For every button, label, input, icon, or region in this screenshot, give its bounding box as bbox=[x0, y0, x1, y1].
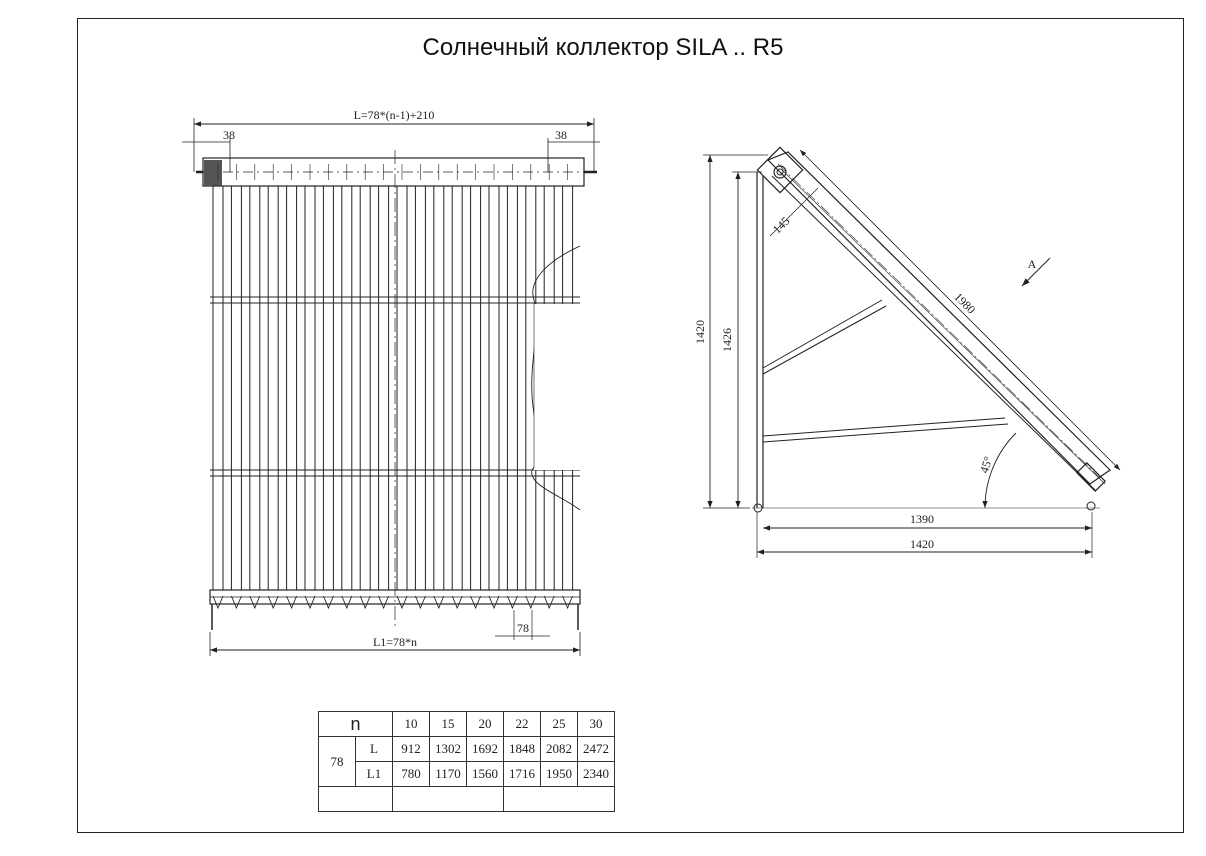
drawing-frame bbox=[77, 18, 1184, 833]
table-row: 78 L 912 1302 1692 1848 2082 2472 bbox=[318, 736, 615, 787]
tube-holder bbox=[525, 595, 537, 610]
vacuum-tube bbox=[359, 185, 371, 591]
tube-holder bbox=[451, 595, 463, 610]
tube-holder bbox=[414, 595, 426, 610]
tube-holder bbox=[359, 595, 371, 610]
table-cell: 1848 bbox=[503, 736, 541, 762]
table-cell: 1170 bbox=[429, 761, 467, 787]
table-cell: 2082 bbox=[540, 736, 578, 762]
vacuum-tube bbox=[414, 185, 426, 591]
table-row: L1 780 1170 1560 1716 1950 2340 bbox=[319, 761, 615, 787]
side-h2-label: 1426 bbox=[720, 328, 734, 352]
vacuum-tube bbox=[451, 185, 463, 591]
table-row-label: L bbox=[355, 736, 393, 762]
side-1420-label: 1420 bbox=[910, 537, 934, 551]
table-n-value: 25 bbox=[540, 711, 578, 737]
table-n-value: 20 bbox=[466, 711, 504, 737]
drawing-title: Солнечный коллектор SILA .. R5 bbox=[422, 34, 784, 61]
tube-holder bbox=[543, 595, 555, 610]
table-cell: 780 bbox=[392, 761, 430, 787]
dim-L1-label: L1=78*n bbox=[373, 635, 417, 649]
vacuum-tube bbox=[286, 185, 298, 591]
tube-holder bbox=[488, 595, 500, 610]
vacuum-tube bbox=[341, 185, 353, 591]
side-1390-label: 1390 bbox=[910, 512, 934, 526]
tube-holder bbox=[433, 595, 445, 610]
table-cell: 1560 bbox=[466, 761, 504, 787]
table-cell: 1950 bbox=[540, 761, 578, 787]
vacuum-tube bbox=[396, 185, 408, 591]
table-cell: 912 bbox=[392, 736, 430, 762]
table-cell: 1302 bbox=[429, 736, 467, 762]
dim-left-38-label: 38 bbox=[223, 128, 235, 142]
table-n-value: 22 bbox=[503, 711, 541, 737]
dim-pitch-label: 78 bbox=[517, 621, 529, 635]
vacuum-tube bbox=[322, 185, 334, 591]
tube-holder bbox=[378, 595, 390, 610]
vacuum-tube bbox=[506, 185, 518, 591]
table-cell bbox=[503, 786, 615, 812]
side-view-A-label: A bbox=[1028, 257, 1037, 271]
tube-holder bbox=[396, 595, 408, 610]
vacuum-tube bbox=[267, 185, 279, 591]
tube-holder bbox=[230, 595, 242, 610]
table-empty-row bbox=[318, 786, 615, 812]
tube-holder bbox=[286, 595, 298, 610]
table-cell: 1692 bbox=[466, 736, 504, 762]
tube-holder bbox=[341, 595, 353, 610]
vacuum-tube bbox=[230, 185, 242, 591]
vacuum-tube bbox=[249, 185, 261, 591]
table-cell: 2472 bbox=[577, 736, 615, 762]
dim-right-38-label: 38 bbox=[555, 128, 567, 142]
side-angle-label: 45° bbox=[977, 454, 996, 474]
tube-holder bbox=[562, 595, 574, 610]
tube-holder bbox=[249, 595, 261, 610]
table-n-value: 10 bbox=[392, 711, 430, 737]
table-group-label: 78 bbox=[318, 736, 356, 787]
table-cell bbox=[392, 786, 504, 812]
dim-L-label: L=78*(n-1)+210 bbox=[354, 108, 435, 122]
vacuum-tube bbox=[488, 185, 500, 591]
tube-holder bbox=[470, 595, 482, 610]
tube-holder bbox=[212, 595, 224, 610]
tube-holder bbox=[506, 595, 518, 610]
side-h1-label: 1420 bbox=[693, 320, 707, 344]
table-cell: 1716 bbox=[503, 761, 541, 787]
table-cell: 2340 bbox=[577, 761, 615, 787]
dimensions-table: n 10 15 20 22 25 30 78 L 912 1302 1692 1… bbox=[318, 711, 615, 812]
table-cell bbox=[318, 786, 393, 812]
side-view bbox=[703, 146, 1121, 558]
tube-holder bbox=[304, 595, 316, 610]
side-1980-label: 1980 bbox=[951, 290, 978, 317]
table-n-label: n bbox=[318, 711, 393, 737]
tube-holder bbox=[322, 595, 334, 610]
vacuum-tube bbox=[212, 185, 224, 591]
vacuum-tube bbox=[470, 185, 482, 591]
vacuum-tube bbox=[378, 185, 390, 591]
tube-holder bbox=[267, 595, 279, 610]
front-view bbox=[182, 118, 600, 656]
vacuum-tube bbox=[304, 185, 316, 591]
table-n-value: 30 bbox=[577, 711, 615, 737]
table-n-value: 15 bbox=[429, 711, 467, 737]
vacuum-tube bbox=[433, 185, 445, 591]
table-row-label: L1 bbox=[355, 761, 393, 787]
table-header-row: n 10 15 20 22 25 30 bbox=[318, 711, 615, 737]
